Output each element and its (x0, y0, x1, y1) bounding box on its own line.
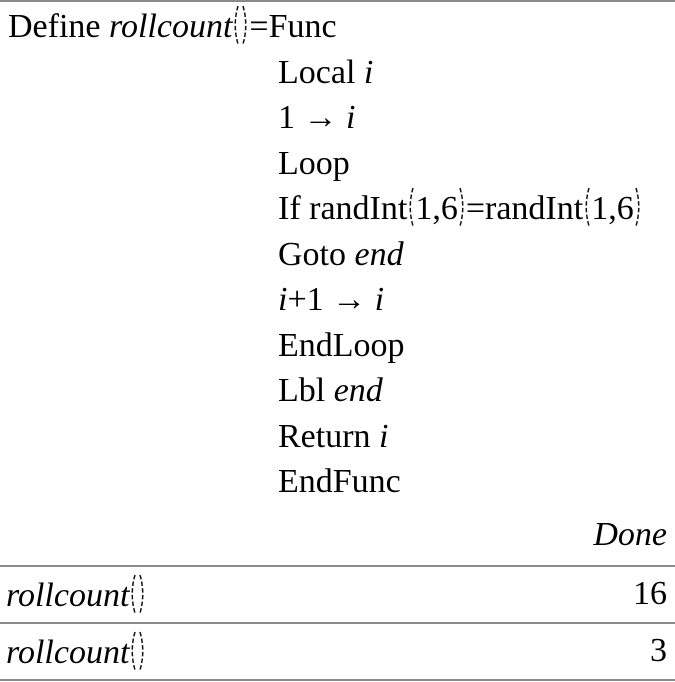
close-paren-icon (139, 574, 144, 613)
variable-text: end (354, 235, 404, 273)
history-entry-1[interactable]: rollcount 16 (0, 564, 675, 622)
variable-text: rollcount (109, 8, 233, 45)
open-paren-icon (131, 574, 137, 613)
done-text: Done (593, 515, 667, 553)
open-paren-icon (409, 187, 415, 227)
history-entry-2[interactable]: rollcount 3 (0, 621, 675, 679)
bottom-separator (0, 678, 675, 681)
variable-text: i (374, 281, 385, 318)
keyword-text: 1 → (278, 99, 346, 136)
open-paren-icon (585, 187, 590, 227)
entry-result: 16 (633, 575, 667, 612)
close-paren-icon (459, 187, 464, 227)
keyword-text: 1,6 (591, 190, 634, 227)
code-line-9: EndFunc (278, 459, 675, 505)
code-line-2: Loop (278, 141, 675, 187)
keyword-text: =Func (249, 8, 337, 45)
keyword-text: Goto (278, 235, 355, 273)
variable-text: rollcount (6, 576, 130, 614)
variable-text: i (379, 417, 389, 455)
variable-text: i (346, 99, 356, 136)
keyword-text: EndFunc (278, 463, 401, 500)
open-paren-icon (234, 5, 240, 45)
keyword-text: 1,6 (415, 190, 458, 227)
code-line-4: Goto end (278, 232, 675, 278)
code-line-5: i+1 → i (278, 277, 675, 323)
code-line-8: Return i (278, 414, 675, 460)
keyword-text: Return (278, 417, 380, 455)
code-line-0: Local i (278, 50, 675, 96)
code-line-7: Lbl end (278, 368, 675, 414)
variable-text: end (333, 372, 383, 409)
variable-text: rollcount (6, 633, 130, 671)
entry-result: 3 (650, 632, 667, 669)
define-line: Define rollcount =Func (8, 4, 675, 50)
top-separator (0, 0, 675, 2)
open-paren-icon (131, 631, 137, 670)
close-paren-icon (242, 5, 247, 45)
variable-text: i (363, 53, 374, 91)
entry-expression: rollcount (6, 574, 146, 615)
keyword-text: Local (278, 53, 364, 91)
keyword-text: Define (8, 8, 110, 45)
code-line-6: EndLoop (278, 323, 675, 369)
close-paren-icon (634, 187, 640, 227)
keyword-text: EndLoop (278, 326, 405, 364)
keyword-text: Loop (278, 144, 350, 182)
keyword-text: If randInt (278, 190, 408, 227)
code-line-1: 1 → i (278, 95, 675, 141)
close-paren-icon (139, 631, 144, 670)
keyword-text: +1 → (287, 281, 375, 318)
definition-result: Done (0, 505, 675, 565)
keyword-text: =randInt (465, 190, 584, 227)
entry-expression: rollcount (6, 631, 146, 672)
variable-text: i (278, 281, 288, 318)
keyword-text: Lbl (278, 372, 334, 409)
